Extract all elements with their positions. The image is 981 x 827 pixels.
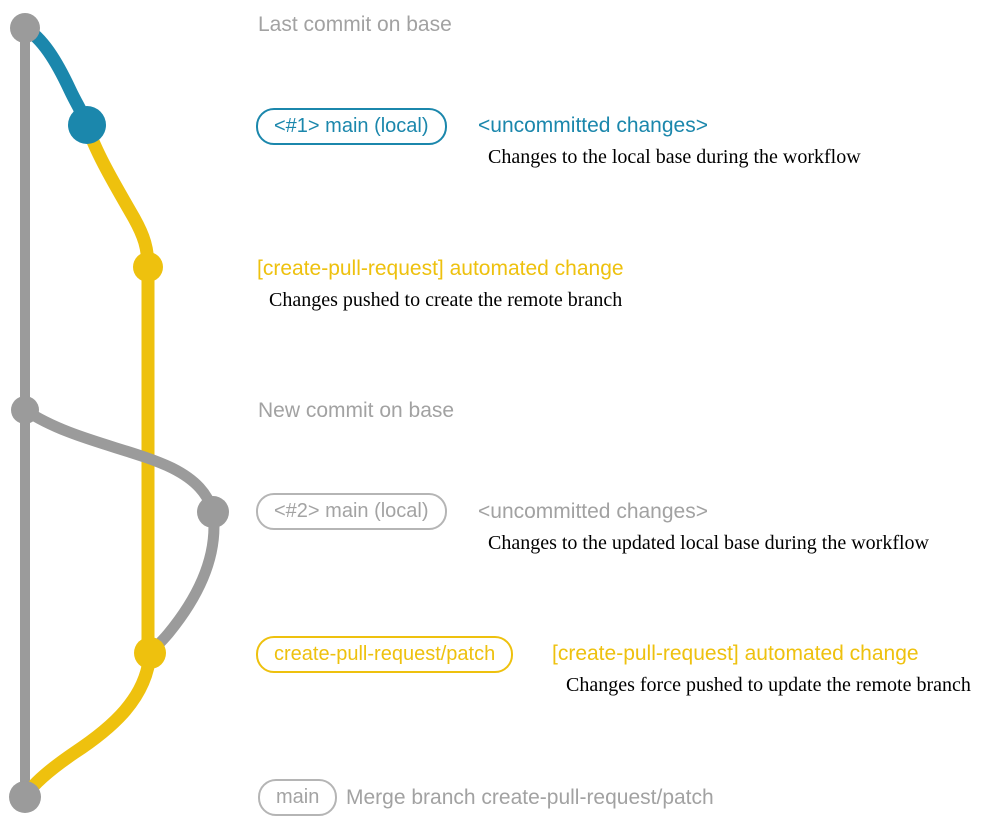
- commit-graph: [9, 13, 229, 813]
- uncommitted-changes-label-1: <uncommitted changes>: [478, 114, 708, 137]
- commit-node-patch-2: [134, 637, 166, 669]
- merge-commit-message: Merge branch create-pull-request/patch: [346, 786, 714, 809]
- desc-changes-pushed: Changes pushed to create the remote bran…: [269, 289, 623, 311]
- commit-node-local-main-1: [68, 106, 106, 144]
- branch-badge-main-local-1: <#1> main (local): [256, 108, 447, 145]
- desc-local-base-changes: Changes to the local base during the wor…: [488, 146, 861, 168]
- commit-node-patch-1: [133, 252, 163, 282]
- desc-updated-local-base-changes: Changes to the updated local base during…: [488, 532, 929, 554]
- branch-edge-yellow-patch: [80, 118, 155, 660]
- commit-message-automated-change-2: [create-pull-request] automated change: [552, 642, 919, 665]
- desc-changes-force-pushed: Changes force pushed to update the remot…: [566, 674, 971, 696]
- commit-node-merge: [9, 781, 41, 813]
- commit-node-base-new: [11, 396, 39, 424]
- branch-badge-main: main: [258, 779, 338, 816]
- branch-badge-main-local-2: <#2> main (local): [256, 493, 447, 530]
- commit-node-base-last: [10, 13, 40, 43]
- commit-node-local-main-2: [197, 496, 229, 528]
- new-commit-label: New commit on base: [258, 399, 455, 422]
- last-commit-label: Last commit on base: [258, 13, 452, 36]
- branch-edge-yellow-merge: [19, 646, 157, 802]
- branch-edge-gray-rebase-in: [145, 506, 220, 657]
- branch-edge-gray-rebase-out: [19, 404, 219, 518]
- uncommitted-changes-label-2: <uncommitted changes>: [478, 500, 708, 523]
- commit-message-automated-change-1: [create-pull-request] automated change: [257, 257, 624, 280]
- branch-badge-patch: create-pull-request/patch: [256, 636, 514, 673]
